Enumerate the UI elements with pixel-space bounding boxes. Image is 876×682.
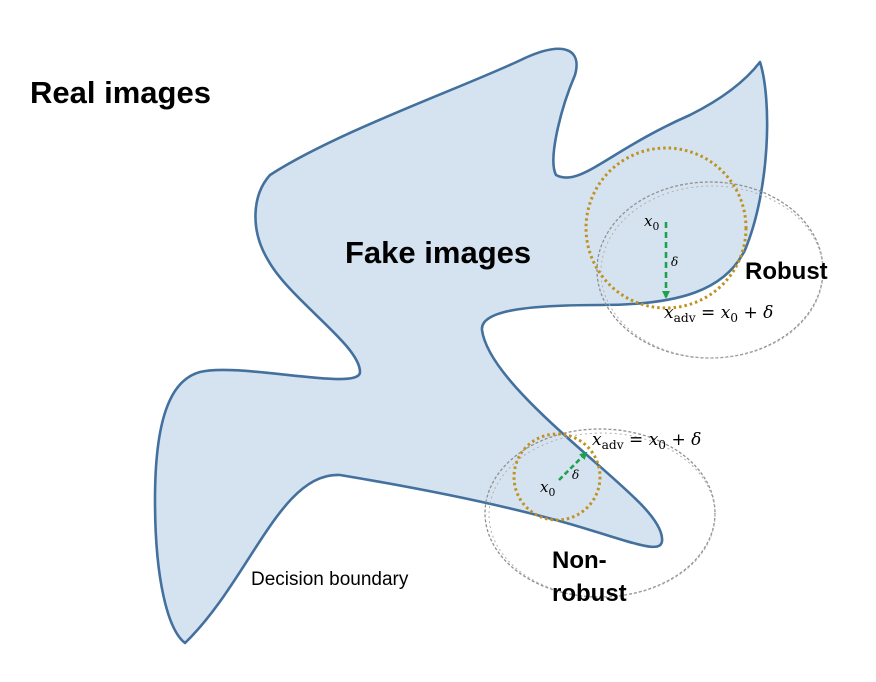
nonrobust-outer-ball-echo [488, 432, 716, 598]
nonrobust-label-line1: Non- [552, 547, 607, 574]
nonrobust-label-line2: robust [552, 580, 627, 607]
robust-outer-ball [596, 181, 824, 359]
nonrobust-epsilon-ball [512, 432, 602, 522]
decision-boundary-label: Decision boundary [251, 569, 409, 590]
nonrobust-x0-label: x0 [540, 478, 556, 499]
robust-delta-label: δ [671, 255, 679, 269]
nonrobust-perturbation-arrow [558, 451, 588, 481]
robust-outer-ball-echo [600, 185, 824, 359]
fake-images-region [153, 47, 769, 645]
fake-images-label: Fake images [345, 235, 532, 270]
nonrobust-delta-label: δ [572, 468, 580, 482]
real-images-label: Real images [30, 75, 211, 110]
robust-epsilon-ball [584, 146, 748, 310]
robust-label: Robust [745, 258, 828, 285]
robust-x0-label: x0 [644, 212, 660, 233]
robust-xadv-equation: xadv = x0 + δ [664, 303, 774, 326]
nonrobust-xadv-equation: xadv = x0 + δ [592, 430, 702, 453]
